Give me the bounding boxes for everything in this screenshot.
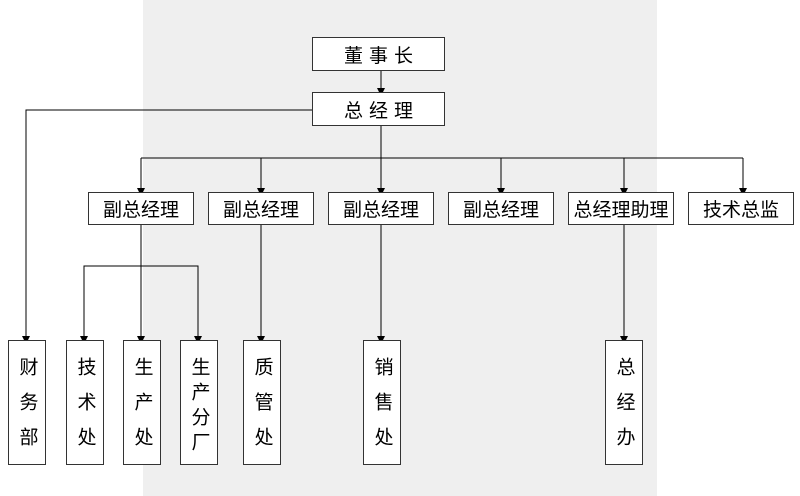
gm-office-box: 总经办 <box>605 340 643 465</box>
finance-department-box: 财务部 <box>8 340 46 465</box>
deputy-gm-box-1: 副总经理 <box>88 192 194 225</box>
production-department-box: 生产处 <box>123 340 161 465</box>
sales-department-box: 销售处 <box>363 340 401 465</box>
general-manager-box: 总经理 <box>312 92 445 126</box>
quality-department-box: 质管处 <box>243 340 281 465</box>
chairman-box: 董事长 <box>312 37 445 71</box>
gm-assistant-box: 总经理助理 <box>568 192 674 225</box>
deputy-gm-box-3: 副总经理 <box>328 192 434 225</box>
deputy-gm-box-4: 副总经理 <box>448 192 554 225</box>
production-factory-box: 生产分厂 <box>180 340 218 465</box>
deputy-gm-box-2: 副总经理 <box>208 192 314 225</box>
tech-department-box: 技术处 <box>66 340 104 465</box>
technical-director-box: 技术总监 <box>688 192 794 225</box>
